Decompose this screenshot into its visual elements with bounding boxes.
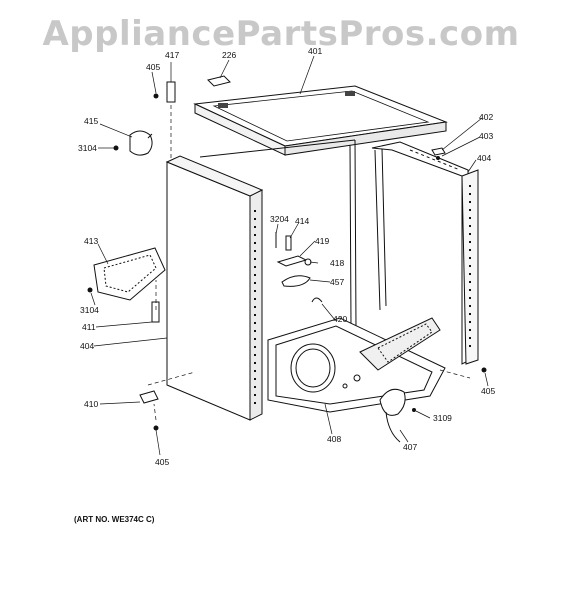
top-panel [193,85,448,156]
label-3104-top: 3104 [78,143,97,153]
label-404-right: 404 [477,153,491,163]
label-405-right: 405 [481,386,495,396]
label-403: 403 [479,131,493,141]
label-408: 408 [327,434,341,444]
label-411: 411 [82,322,96,332]
label-414: 414 [295,216,309,226]
leader-lines [90,55,489,456]
door-switch [129,130,153,156]
label-415: 415 [84,116,98,126]
label-3204: 3204 [270,214,289,224]
label-402: 402 [479,112,493,122]
label-457: 457 [330,277,344,287]
label-419: 419 [315,236,329,246]
watermark: AppliancePartsPros.com [42,14,520,54]
label-413: 413 [84,236,98,246]
label-405-bottom: 405 [155,457,169,467]
assembly-guides [147,105,471,421]
duct-assembly [93,247,166,301]
left-side-panel [165,155,264,421]
label-420: 420 [333,314,347,324]
label-418: 418 [330,258,344,268]
label-407: 407 [403,442,417,452]
label-3109: 3109 [433,413,452,423]
label-417: 417 [165,50,179,60]
label-410: 410 [84,399,98,409]
label-405-top: 405 [146,62,160,72]
part-labels: 405 417 226 401 415 3104 402 403 404 320… [78,46,495,467]
front-base-panel [267,317,446,413]
right-side-panel [461,169,479,365]
label-401: 401 [308,46,322,56]
label-3104-left: 3104 [80,305,99,315]
label-226: 226 [222,50,236,60]
art-number: (ART NO. WE374C C) [74,515,155,524]
label-404-left: 404 [80,341,94,351]
cabinet-frame [199,139,471,414]
